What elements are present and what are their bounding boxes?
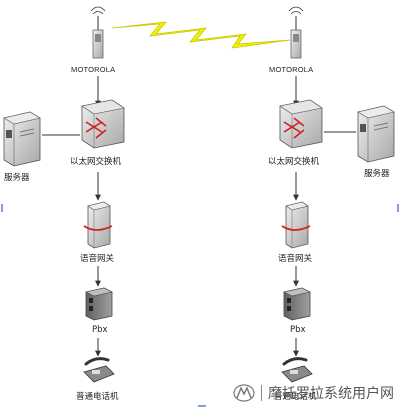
right-gateway-label: 语音网关 (278, 254, 313, 264)
watermark-divider (261, 385, 262, 401)
left-switch-label: 以太网交换机 (70, 157, 122, 167)
right-gateway-icon (281, 201, 311, 249)
right-pbx-icon (283, 287, 311, 321)
frame-ticks (1, 204, 399, 407)
left-phone-label: 普通电话机 (76, 392, 119, 402)
left-phone-icon (83, 357, 115, 383)
left-gateway-label: 语音网关 (80, 254, 115, 264)
right-pbx-label: Pbx (290, 325, 306, 335)
left-server-icon (3, 111, 41, 167)
right-radio-icon (288, 6, 304, 59)
right-column (279, 6, 395, 383)
right-radio-label: MOTOROLA (269, 65, 314, 74)
right-server-label: 服务器 (364, 169, 390, 179)
right-phone-icon (281, 357, 313, 383)
left-server-label: 服务器 (4, 173, 30, 183)
left-gateway-icon (83, 201, 113, 249)
watermark: 摩托罗拉系统用户网 (233, 383, 394, 403)
watermark-text: 摩托罗拉系统用户网 (268, 386, 394, 402)
left-radio-icon (90, 6, 106, 59)
right-phone-label: 普通电话机 (274, 392, 317, 402)
motorola-logo-icon (233, 384, 255, 402)
left-pbx-icon (85, 287, 113, 321)
right-switch-icon (279, 99, 323, 149)
right-switch-label: 以太网交换机 (268, 157, 320, 167)
wireless-link-lightning (111, 21, 291, 49)
left-switch-icon (81, 99, 125, 149)
right-server-icon (357, 105, 395, 163)
left-radio-label: MOTOROLA (71, 65, 116, 74)
left-column (3, 6, 125, 383)
left-pbx-label: Pbx (92, 325, 108, 335)
